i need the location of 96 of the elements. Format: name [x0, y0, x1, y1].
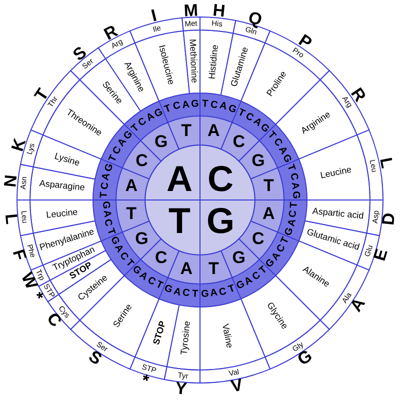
one-letter-code: E [371, 246, 392, 264]
base-letter: A [288, 182, 300, 190]
base-letter: T [192, 290, 199, 301]
one-letter-code: L [2, 212, 21, 225]
amino-acid-name: Histidine [207, 44, 220, 80]
base-letter: T [108, 154, 120, 164]
base-letter: A [210, 288, 218, 300]
base-letter: C [154, 249, 168, 268]
base-letter: A [101, 172, 114, 182]
base-letter: A [286, 218, 299, 228]
abbreviation-cell [17, 200, 34, 236]
base-letter: A [262, 204, 275, 223]
amino-acid-name: STOP [152, 320, 168, 346]
base-letter: T [126, 204, 137, 223]
base-letter: T [284, 163, 296, 172]
base-letter: T [280, 236, 292, 246]
one-letter-code: V [230, 376, 244, 396]
amino-acid-name: Asparagine [38, 179, 85, 194]
base-letter: C [270, 137, 284, 149]
base-letter: G [226, 104, 238, 116]
base-letter: T [163, 104, 172, 116]
amino-acid-name: Leucine [320, 165, 353, 181]
base-letter: T [181, 122, 192, 140]
base-letter: G [99, 200, 110, 209]
base-letter: A [208, 122, 220, 140]
base-letter: A [180, 260, 192, 278]
base-letter: G [107, 235, 120, 246]
base-letter: T [263, 177, 274, 196]
base-letter: C [145, 276, 157, 288]
base-letter: G [280, 153, 293, 165]
base-letter: C [210, 100, 218, 112]
base-letter: G [191, 99, 200, 110]
amino-acid-name: Aspartic acid [312, 206, 364, 221]
base-letter: G [104, 162, 116, 174]
one-letter-code: Y [174, 379, 188, 398]
base-letter: T [154, 280, 164, 292]
amino-acid-name: Leucine [46, 207, 78, 220]
abbreviation-cell [182, 17, 200, 31]
base-letter: A [100, 210, 112, 218]
base-letter: G [135, 230, 148, 248]
one-letter-code: H [212, 2, 226, 21]
one-letter-code: * [139, 372, 151, 391]
base-letter: G [200, 290, 209, 301]
one-letter-code: F [8, 247, 29, 263]
base-letter: C [100, 182, 112, 190]
base-letter: T [208, 260, 219, 278]
base-cell [200, 250, 233, 284]
base-letter: T [168, 202, 190, 240]
base-letter: C [286, 172, 299, 182]
amino-acid-name: Methionine [187, 38, 199, 84]
base-letter: C [252, 230, 264, 248]
base-letter: G [284, 226, 296, 238]
base-cell [250, 167, 284, 200]
base-letter: T [290, 201, 301, 208]
amino-acid-name: Tyrosine [180, 320, 193, 356]
base-letter: G [153, 107, 165, 120]
amino-acid-name: Isoleucine [156, 44, 176, 86]
base-letter: C [172, 101, 182, 114]
base-letter: C [182, 288, 190, 300]
amino-acid-name: Valine [220, 323, 234, 350]
one-letter-code: M [183, 1, 198, 20]
abbreviation-cell [366, 199, 383, 236]
base-cell [116, 200, 150, 233]
amino-acid-name: Lysine [53, 151, 81, 168]
base-letter: A [166, 160, 192, 198]
base-letter: C [276, 243, 288, 255]
one-letter-code: D [379, 212, 398, 226]
base-letter: C [136, 152, 148, 170]
base-letter: G [232, 249, 246, 268]
base-letter: C [101, 218, 114, 228]
base-letter: T [99, 192, 110, 199]
base-letter: G [154, 132, 168, 151]
base-letter: T [104, 228, 116, 237]
abbreviation-cell [164, 366, 201, 383]
base-letter: G [162, 284, 174, 296]
one-letter-code: N [2, 174, 21, 188]
base-letter: G [252, 152, 265, 170]
base-letter: A [172, 286, 182, 299]
base-letter: T [236, 108, 246, 120]
base-letter: C [288, 210, 300, 218]
base-letter: C [218, 286, 228, 299]
base-letter: T [201, 99, 208, 110]
base-letter: C [137, 116, 149, 130]
abbreviation-cell [70, 47, 106, 80]
base-letter: G [290, 191, 301, 200]
base-letter: G [206, 202, 234, 240]
base-letter: A [125, 177, 138, 196]
base-letter: A [218, 101, 228, 114]
base-letter: T [228, 284, 237, 296]
base-cell [167, 116, 200, 150]
one-letter-code: L [376, 156, 396, 170]
base-letter: G [235, 280, 246, 293]
one-letter-code: I [150, 6, 158, 26]
base-letter: C [232, 132, 246, 151]
base-letter: C [208, 160, 234, 198]
base-letter: A [182, 100, 190, 112]
